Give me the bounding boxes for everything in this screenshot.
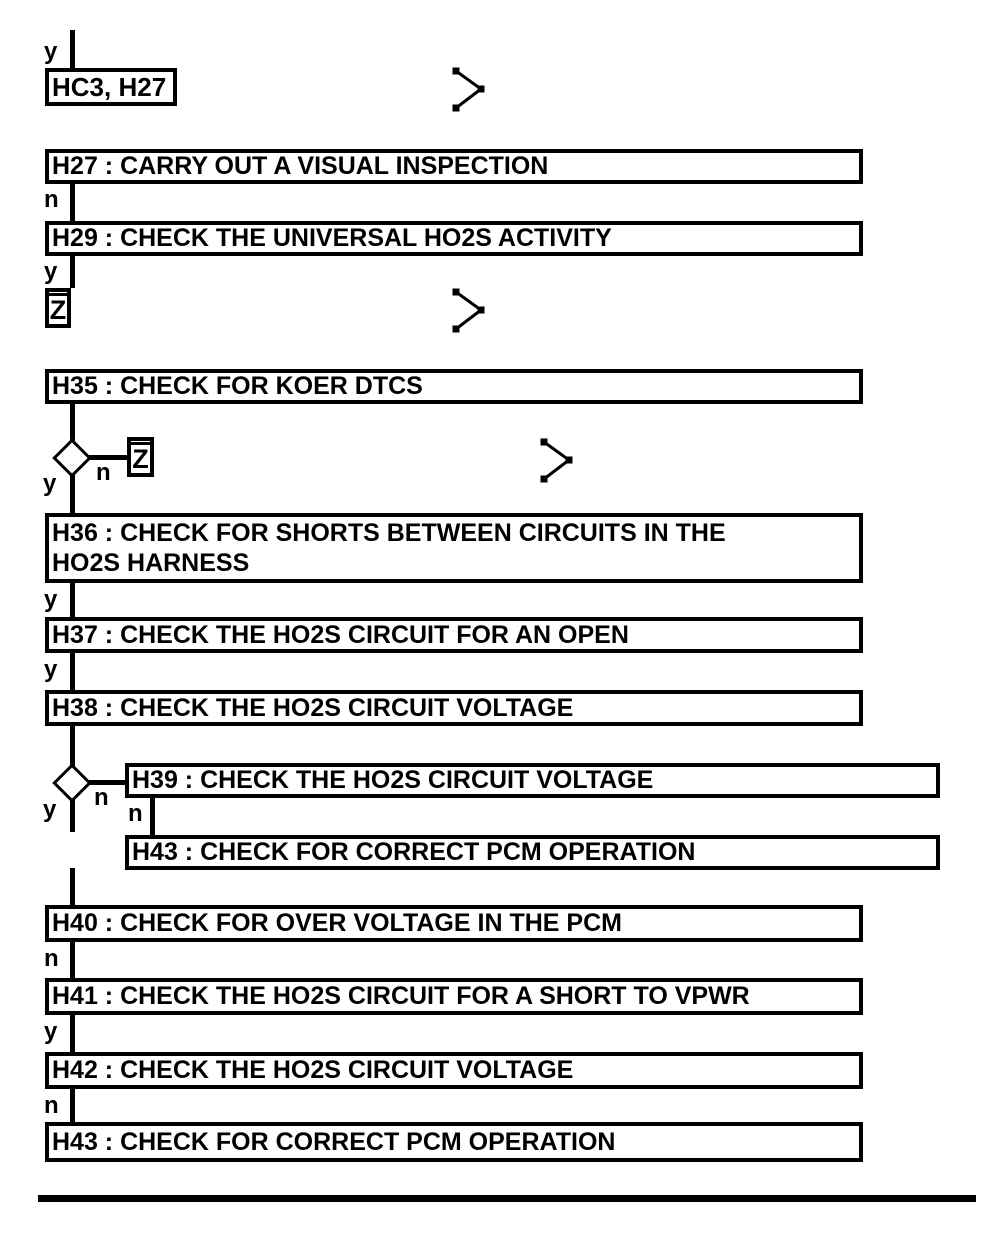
- decision-diamond: [52, 438, 92, 478]
- connector-line: [89, 780, 125, 785]
- flow-node-h41: H41 : CHECK THE HO2S CIRCUIT FOR A SHORT…: [45, 978, 863, 1015]
- connector-line: [70, 868, 75, 905]
- flow-node-h43: H43 : CHECK FOR CORRECT PCM OPERATION: [45, 1122, 863, 1162]
- off-page-connector-z: Z: [127, 437, 154, 477]
- flow-node-h42: H42 : CHECK THE HO2S CIRCUIT VOLTAGE: [45, 1052, 863, 1089]
- branch-label-yes: y: [44, 656, 58, 683]
- connector-line: [70, 30, 75, 68]
- flow-node-label: H37 : CHECK THE HO2S CIRCUIT FOR AN OPEN: [52, 620, 629, 649]
- branch-label-no: n: [96, 459, 111, 486]
- branch-label-no: n: [44, 186, 59, 213]
- continuation-chevron-icon: [540, 438, 573, 483]
- flow-node-label: H41 : CHECK THE HO2S CIRCUIT FOR A SHORT…: [52, 982, 750, 1010]
- flow-node-label: H38 : CHECK THE HO2S CIRCUIT VOLTAGE: [52, 693, 574, 722]
- branch-label-no: n: [44, 945, 59, 972]
- connector-line: [70, 1015, 75, 1052]
- flow-node-label-line1: H36 : CHECK FOR SHORTS BETWEEN CIRCUITS …: [52, 519, 726, 547]
- flow-node-label: H42 : CHECK THE HO2S CIRCUIT VOLTAGE: [52, 1056, 574, 1084]
- flow-node-entry-label: HC3, H27: [52, 71, 167, 102]
- connector-line: [70, 184, 75, 221]
- flow-node-label: H29 : CHECK THE UNIVERSAL HO2S ACTIVITY: [52, 224, 612, 252]
- flow-node-label: H35 : CHECK FOR KOER DTCS: [52, 372, 423, 400]
- connector-line: [89, 455, 127, 460]
- flow-node-h37: H37 : CHECK THE HO2S CIRCUIT FOR AN OPEN: [45, 617, 863, 653]
- flow-node-label: H40 : CHECK FOR OVER VOLTAGE IN THE PCM: [52, 909, 622, 937]
- flow-node-label-line2: HO2S HARNESS: [52, 549, 250, 577]
- flow-node-h39: H39 : CHECK THE HO2S CIRCUIT VOLTAGE: [125, 763, 940, 798]
- branch-label-yes: y: [44, 586, 58, 613]
- flow-node-h35: H35 : CHECK FOR KOER DTCS: [45, 369, 863, 404]
- connector-line: [70, 404, 75, 444]
- flow-node-h36: H36 : CHECK FOR SHORTS BETWEEN CIRCUITS …: [45, 513, 863, 583]
- branch-label-no: n: [94, 784, 109, 811]
- branch-label-yes: y: [44, 258, 58, 285]
- continuation-chevron-icon: [452, 288, 485, 333]
- branch-label-no: n: [44, 1092, 59, 1119]
- connector-line: [70, 256, 75, 288]
- branch-label-yes: y: [43, 796, 57, 823]
- flow-node-h29: H29 : CHECK THE UNIVERSAL HO2S ACTIVITY: [45, 221, 863, 256]
- connector-line: [70, 726, 75, 769]
- page-bottom-rule: [38, 1195, 976, 1202]
- branch-label-no: n: [128, 800, 143, 827]
- continuation-chevron-icon: [452, 67, 485, 112]
- decision-diamond: [52, 763, 92, 803]
- branch-label-yes: y: [44, 38, 58, 65]
- flow-node-h38: H38 : CHECK THE HO2S CIRCUIT VOLTAGE: [45, 690, 863, 726]
- connector-line: [70, 653, 75, 690]
- branch-label-yes: y: [43, 470, 57, 497]
- flow-node-label: H43 : CHECK FOR CORRECT PCM OPERATION: [52, 1127, 616, 1156]
- off-page-connector-z: Z: [45, 288, 71, 328]
- off-page-connector-label: Z: [131, 441, 150, 474]
- flow-node-h27: H27 : CARRY OUT A VISUAL INSPECTION: [45, 149, 863, 184]
- connector-line: [70, 1089, 75, 1122]
- connector-line: [150, 798, 155, 835]
- connector-line: [70, 942, 75, 978]
- connector-line: [70, 799, 75, 832]
- connector-line: [70, 473, 75, 513]
- flow-node-entry: HC3, H27: [45, 68, 177, 106]
- branch-label-yes: y: [44, 1018, 58, 1045]
- flow-node-label: H27 : CARRY OUT A VISUAL INSPECTION: [52, 152, 549, 180]
- flow-node-h40: H40 : CHECK FOR OVER VOLTAGE IN THE PCM: [45, 905, 863, 942]
- flow-node-label: H39 : CHECK THE HO2S CIRCUIT VOLTAGE: [132, 766, 654, 794]
- flow-node-h43-branch: H43 : CHECK FOR CORRECT PCM OPERATION: [125, 835, 940, 870]
- flow-node-label: H43 : CHECK FOR CORRECT PCM OPERATION: [132, 838, 696, 866]
- off-page-connector-label: Z: [48, 292, 68, 325]
- connector-line: [70, 583, 75, 617]
